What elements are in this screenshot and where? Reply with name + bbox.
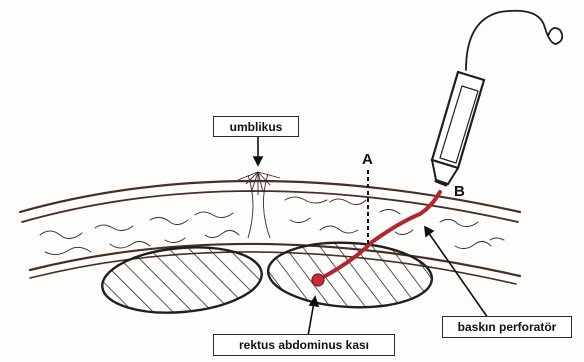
perforator-label: baskın perforatör	[442, 316, 572, 338]
umbilicus-label-text: umblikus	[230, 121, 283, 133]
umbilicus-arrowhead	[254, 157, 262, 165]
rectus-muscles	[100, 239, 434, 319]
skin-inner-line	[22, 191, 518, 222]
vessel-origin-dot	[312, 274, 324, 286]
doppler-probe-icon	[432, 11, 562, 185]
muscle-label-text: rektus abdominus kası	[239, 339, 369, 351]
umbilicus-label: umblikus	[213, 116, 299, 137]
rectus-muscle-right	[266, 239, 433, 311]
muscle-label: rektus abdominus kası	[213, 334, 395, 356]
point-a-label: A	[362, 152, 373, 167]
point-b-label: B	[454, 184, 465, 199]
perforator-label-text: baskın perforatör	[458, 321, 557, 333]
muscle-arrow-line	[308, 302, 314, 336]
perforator-arrow-line	[428, 232, 488, 318]
perforator-arrowhead	[425, 227, 433, 236]
probe-cable	[466, 11, 562, 70]
